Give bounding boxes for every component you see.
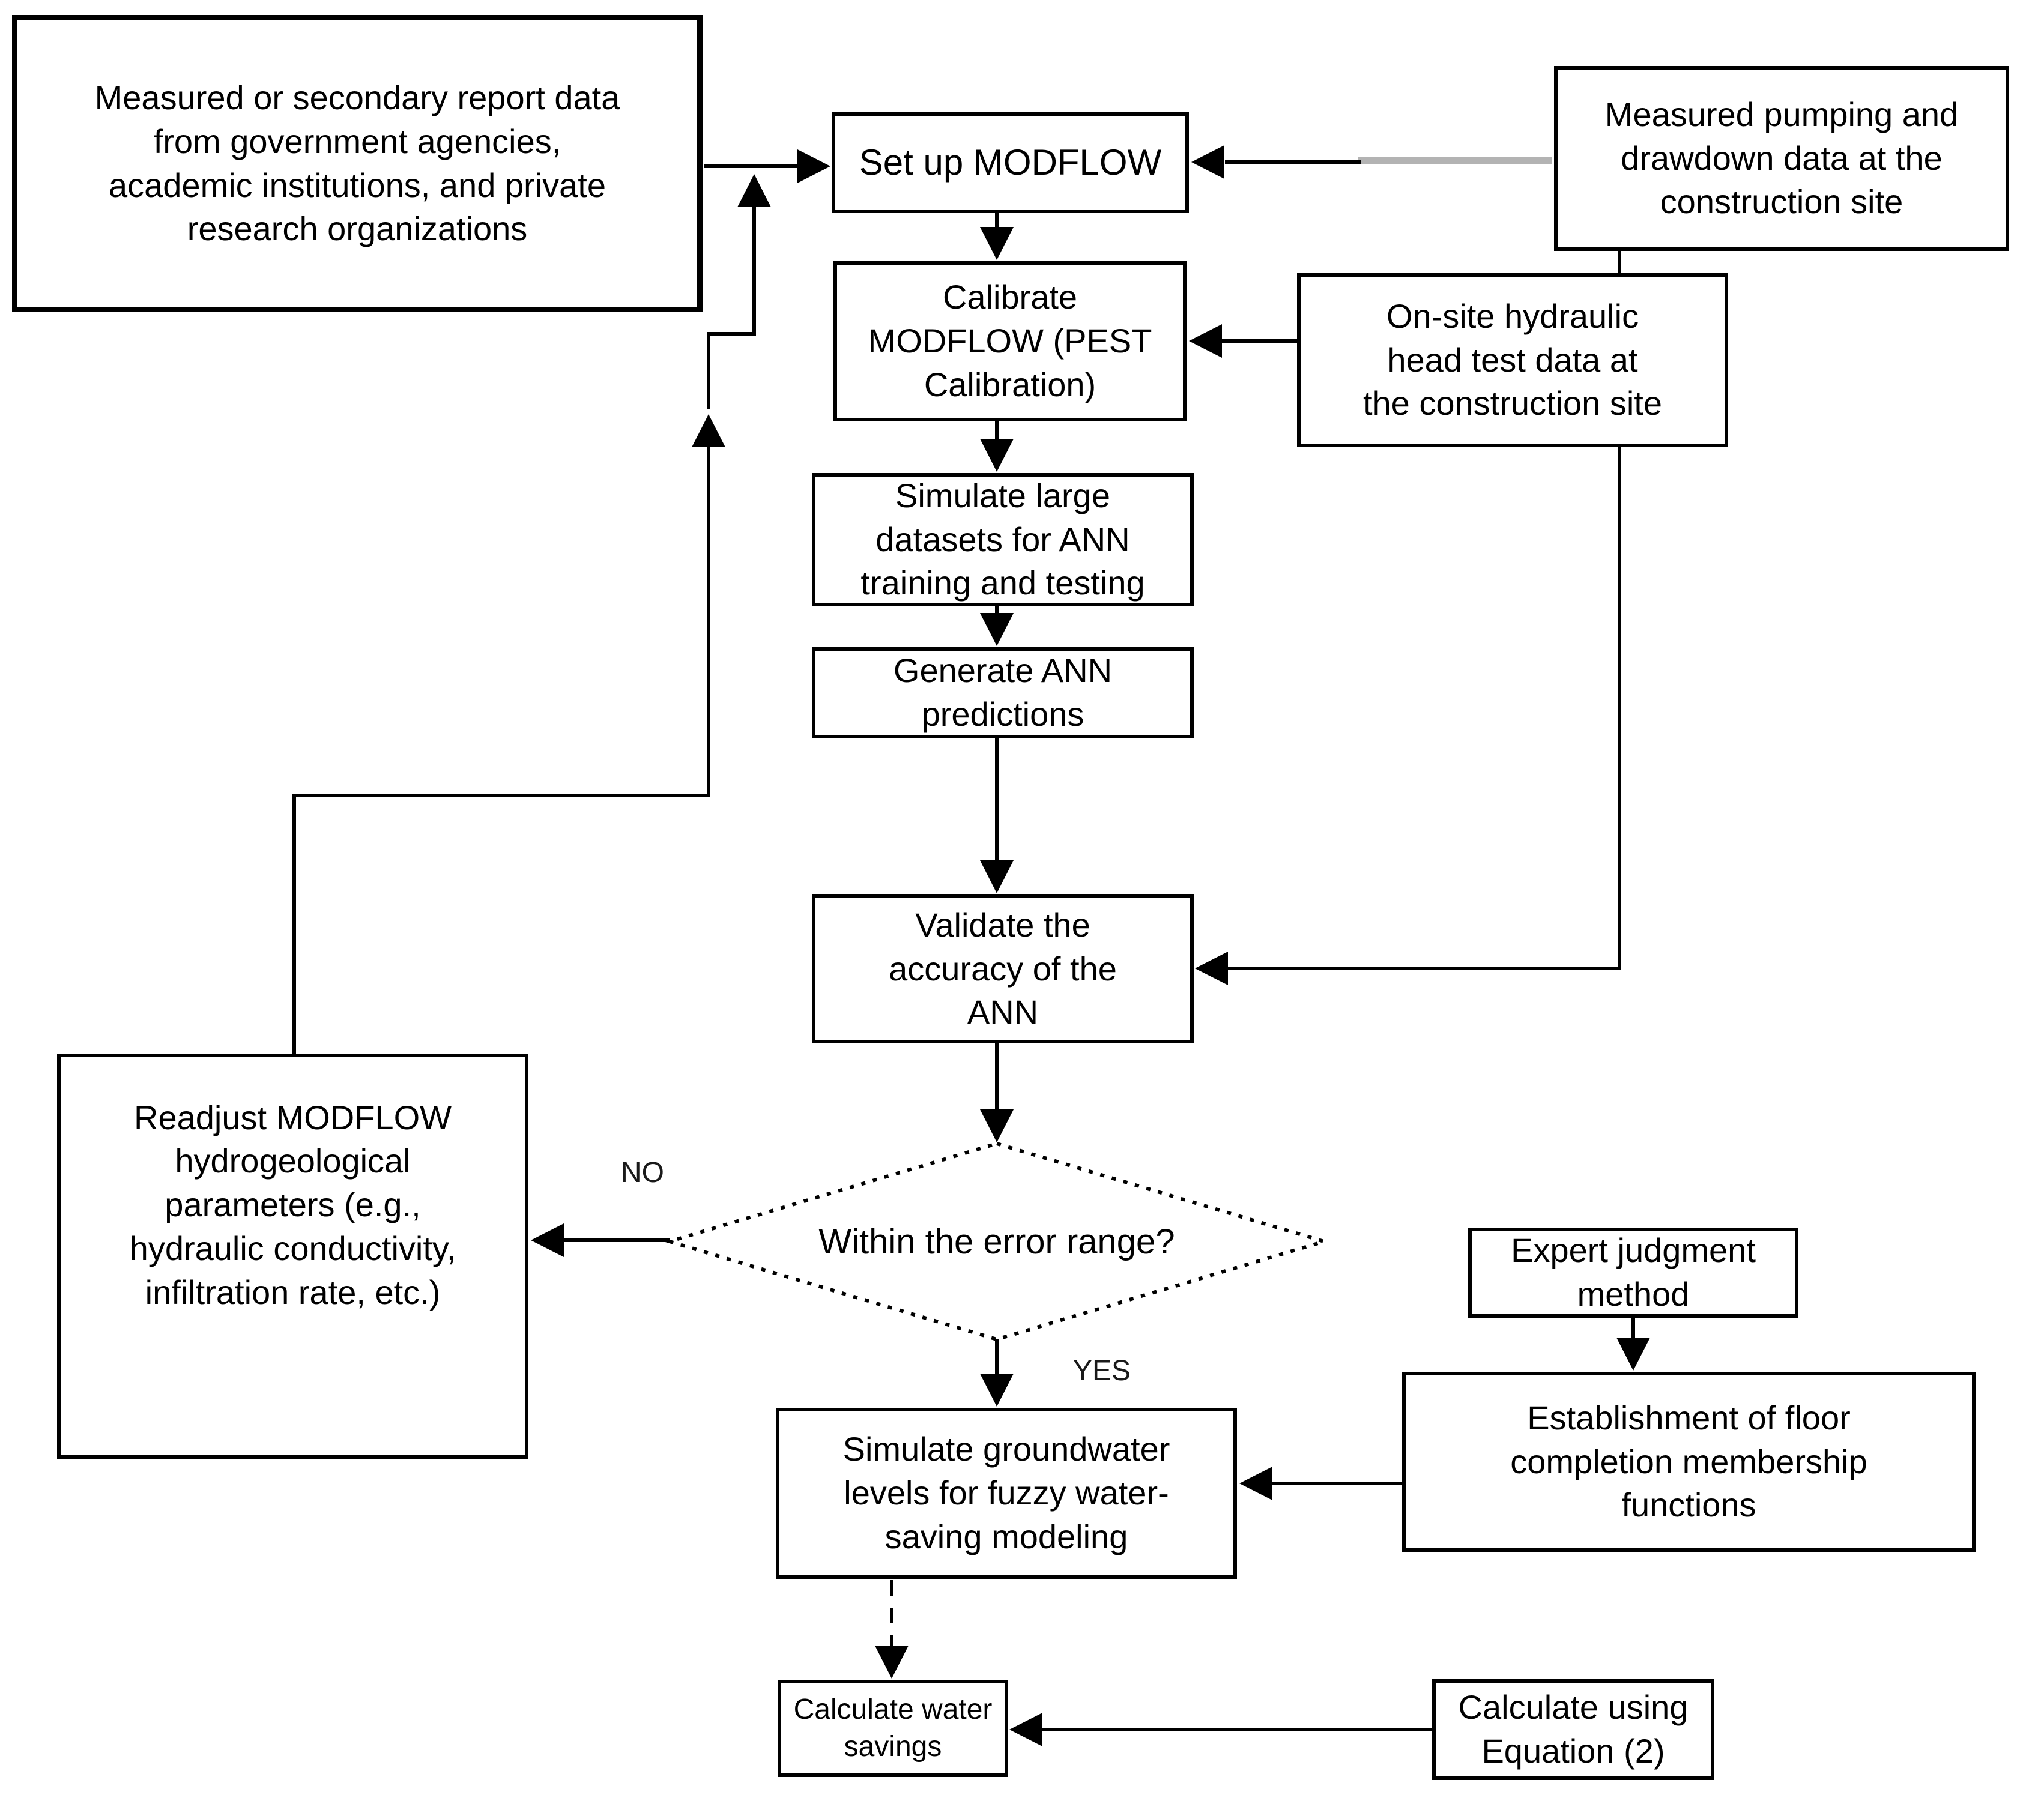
node-calibrate-modflow: Calibrate MODFLOW (PEST Calibration): [833, 261, 1187, 421]
arrow-establishment-to-simgw: [1239, 1467, 1402, 1500]
branch-label-yes: YES: [1072, 1354, 1131, 1387]
node-calc-equation: Calculate using Equation (2): [1432, 1679, 1714, 1780]
arrow-calibrate-to-simdata: [980, 421, 1014, 472]
arrow-generate-to-validate: [980, 738, 1014, 893]
arrow-decision-yes: [980, 1339, 1014, 1407]
arrow-pumping-to-validate: [1195, 251, 1621, 985]
node-simulate-groundwater: Simulate groundwater levels for fuzzy wa…: [776, 1408, 1237, 1579]
arrow-equation-to-calcws: [1009, 1713, 1432, 1746]
arrow-simgw-to-calcws-dashed: [875, 1580, 909, 1679]
decision-diamond-shape: [663, 1141, 1331, 1342]
arrow-expert-to-establishment: [1616, 1318, 1650, 1371]
arrow-readjust-feedback-lower: [292, 414, 725, 1054]
node-expert-judgment: Expert judgment method: [1468, 1228, 1798, 1318]
node-readjust-parameters: Readjust MODFLOW hydrogeological paramet…: [57, 1054, 528, 1459]
node-setup-modflow: Set up MODFLOW: [832, 112, 1189, 213]
node-establishment: Establishment of floor completion member…: [1402, 1372, 1976, 1552]
arrow-onsite-to-calibrate: [1189, 324, 1297, 358]
node-calc-water-savings: Calculate water savings: [778, 1680, 1008, 1777]
node-simulate-datasets: Simulate large datasets for ANN training…: [812, 473, 1194, 606]
node-report-data: Measured or secondary report data from g…: [12, 15, 703, 312]
arrow-report-to-setup: [704, 149, 830, 183]
branch-label-no: NO: [621, 1156, 664, 1189]
arrow-pumping-to-setup: [1191, 145, 1552, 179]
arrow-simdata-to-generate: [980, 606, 1014, 646]
decision-label: Within the error range?: [818, 1222, 1175, 1261]
node-validate-ann: Validate the accuracy of the ANN: [812, 894, 1194, 1043]
arrow-setup-to-calibrate: [980, 213, 1014, 260]
node-generate-ann: Generate ANN predictions: [812, 647, 1194, 738]
node-onsite-head-data: On-site hydraulic head test data at the …: [1297, 273, 1728, 447]
arrow-readjust-feedback-upper: [707, 174, 771, 409]
node-pumping-data: Measured pumping and drawdown data at th…: [1554, 66, 2009, 251]
arrow-validate-to-decision: [980, 1043, 1014, 1142]
arrow-decision-no: [531, 1223, 670, 1257]
